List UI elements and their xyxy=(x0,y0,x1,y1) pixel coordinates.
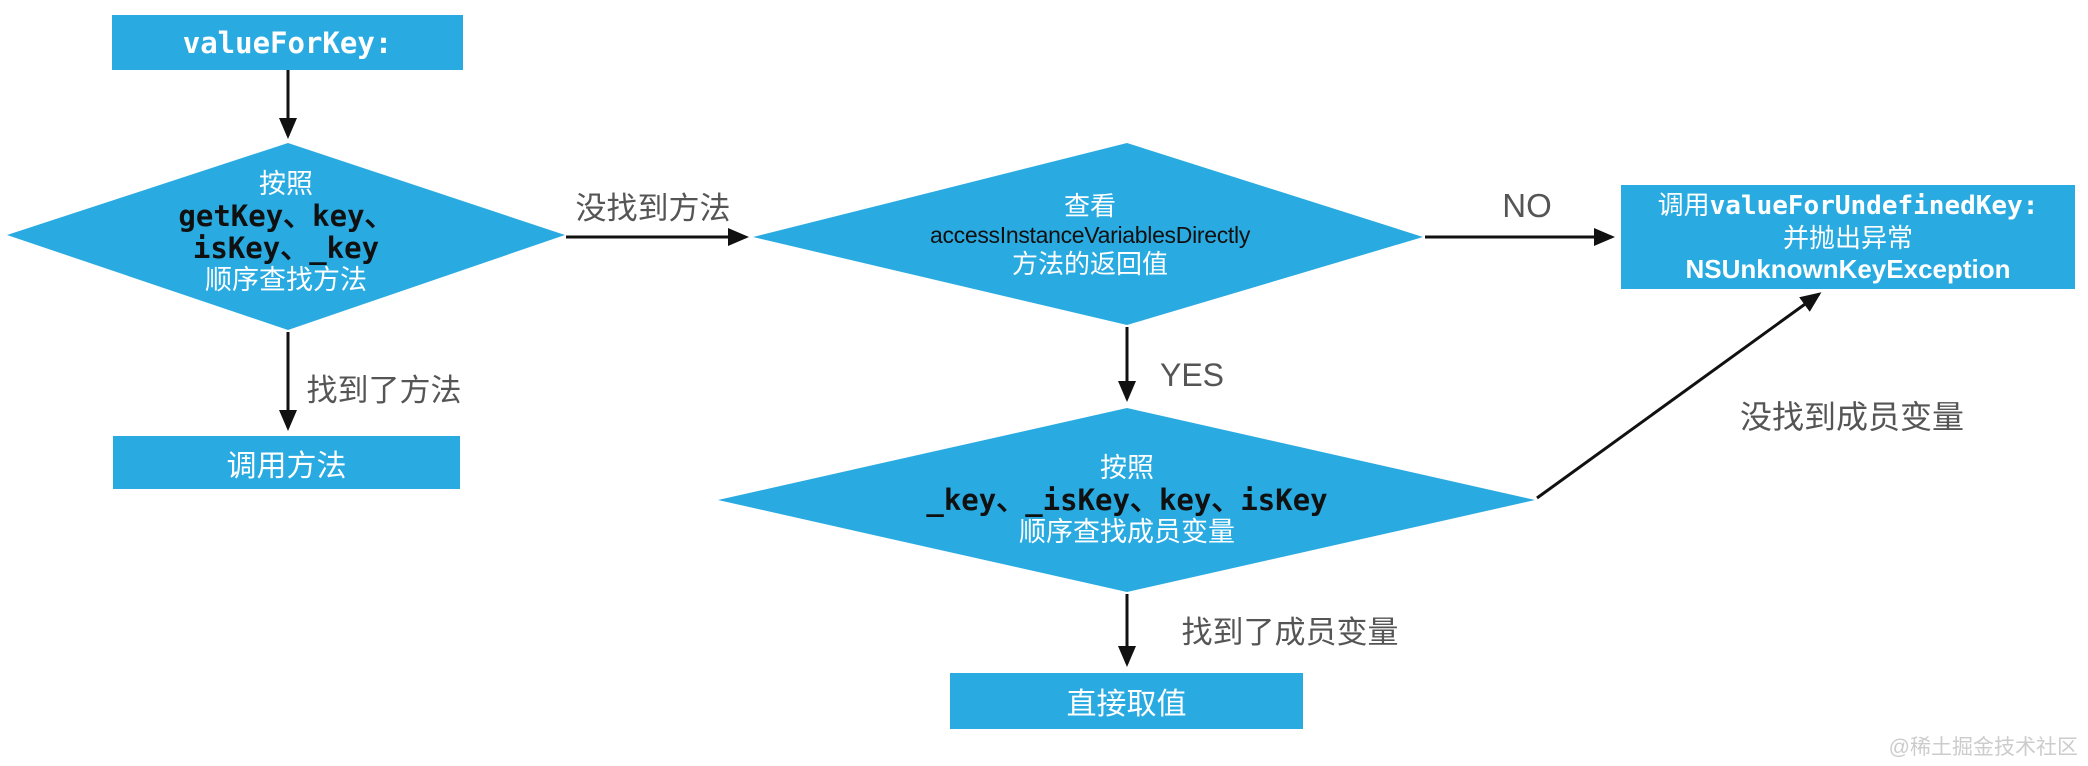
accessor-check-diamond-text: 查看 accessInstanceVariablesDirectly 方法的返回… xyxy=(880,192,1300,279)
undefined-key-node: 调用valueForUndefinedKey: 并抛出异常NSUnknownKe… xyxy=(1621,185,2075,289)
call-method-label: 调用方法 xyxy=(226,449,347,483)
accessor-check-line1: 查看 xyxy=(1063,191,1116,221)
arrow-ivar-search-to-undefined-key xyxy=(1536,292,1822,500)
direct-value-label: 直接取值 xyxy=(1066,688,1187,721)
undefined-key-line1: 调用valueForUndefinedKey: xyxy=(1658,190,2039,221)
ivar-search-diamond-shape xyxy=(718,408,1535,592)
undefined-key-line1-prefix: 调用 xyxy=(1657,190,1710,220)
edge-label-ivar-found: 找到了成员变量 xyxy=(1181,615,1399,650)
call-method-node: 调用方法 xyxy=(113,436,460,489)
accessor-check-line2: accessInstanceVariablesDirectly xyxy=(929,222,1251,248)
method-search-line4: 顺序查找方法 xyxy=(205,265,367,295)
ivar-search-line2: _key、_isKey、key、isKey xyxy=(926,483,1328,517)
start-node-valueforkey: valueForKey: xyxy=(112,15,463,70)
edge-label-ivar-not-found: 没找到成员变量 xyxy=(1739,399,1965,435)
method-search-line3: isKey、_key xyxy=(192,231,380,265)
undefined-key-line2-exception: NSUnknownKeyException xyxy=(1685,254,2011,285)
ivar-search-line1: 按照 xyxy=(1100,453,1154,483)
edge-label-yes: YES xyxy=(1159,357,1225,393)
edge-label-method-not-found: 没找到方法 xyxy=(575,191,731,226)
edge-label-no: NO xyxy=(1502,187,1552,224)
method-search-line2: getKey、key、 xyxy=(178,199,394,233)
method-search-diamond-text: 按照 getKey、key、 isKey、_key 顺序查找方法 xyxy=(76,168,496,296)
ivar-search-diamond-text: 按照 _key、_isKey、key、isKey 顺序查找成员变量 xyxy=(867,452,1387,548)
undefined-key-line2: 并抛出异常NSUnknownKeyException xyxy=(1621,223,2075,284)
start-node-label: valueForKey: xyxy=(182,25,393,60)
accessor-check-diamond-shape xyxy=(753,143,1423,325)
accessor-check-line3: 方法的返回值 xyxy=(1011,249,1168,279)
undefined-key-line2-prefix: 并抛出异常 xyxy=(1782,224,1913,254)
direct-value-node: 直接取值 xyxy=(950,673,1303,729)
method-search-diamond-shape xyxy=(7,143,565,330)
undefined-key-line1-code: valueForUndefinedKey: xyxy=(1709,190,2039,221)
watermark: @稀土掘金技术社区 xyxy=(1888,736,2078,759)
ivar-search-line3: 顺序查找成员变量 xyxy=(1019,517,1235,547)
edge-label-method-found: 找到了方法 xyxy=(306,373,462,408)
method-search-line1: 按照 xyxy=(259,169,313,199)
